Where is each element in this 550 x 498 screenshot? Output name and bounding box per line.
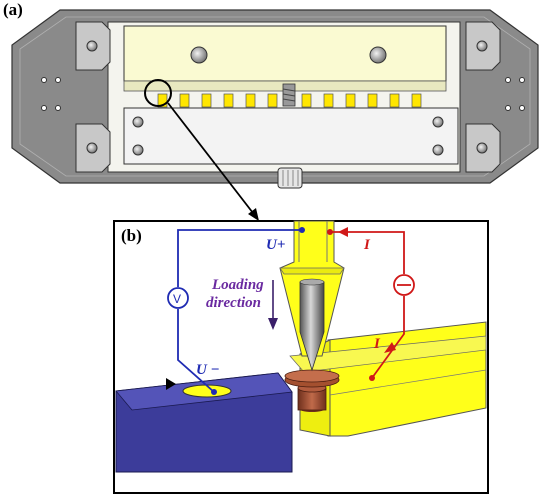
label-current-top: I [363, 237, 371, 253]
upper-clamp-bar [123, 25, 447, 82]
current-circuit [330, 231, 405, 379]
label-u-plus: U+ [266, 237, 285, 253]
lower-clamp-bar [123, 107, 459, 165]
clamp-bolt-right [369, 46, 387, 64]
electrode-pin-row [157, 93, 422, 108]
panel-label-b: (b) [121, 226, 142, 245]
voltmeter-symbol [167, 287, 189, 309]
corner-bracket-bl [75, 123, 111, 173]
label-loading-line2: direction [206, 295, 261, 311]
fixture-assembly [11, 9, 539, 189]
clamp-bolt-left [190, 46, 208, 64]
current-arrow-switch [384, 342, 396, 353]
label-u-minus: U − [196, 362, 220, 378]
voltage-circuit [177, 229, 302, 393]
detail-callout-circle [144, 79, 172, 107]
label-loading-line1: Loading [211, 277, 264, 293]
corner-bracket-br [465, 123, 501, 173]
corner-bracket-tl [75, 21, 111, 71]
detail-scene [115, 220, 487, 473]
label-current-switch: I [373, 336, 381, 352]
corner-bracket-tr [465, 21, 501, 71]
voltmeter-letter: V [173, 292, 181, 306]
panel-label-a: (a) [3, 0, 23, 19]
adjust-knob [277, 167, 303, 189]
current-arrow-top [338, 227, 348, 237]
u-minus-arrowhead [166, 378, 176, 390]
callout-arrow [167, 102, 254, 214]
